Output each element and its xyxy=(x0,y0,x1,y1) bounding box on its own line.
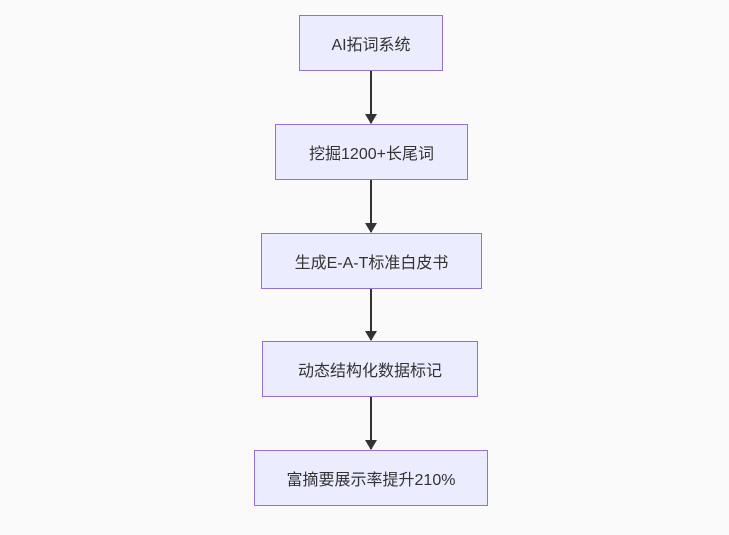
node-label: 动态结构化数据标记 xyxy=(297,363,442,380)
flow-node-mine-longtail-keywords: 挖掘1200+长尾词 xyxy=(275,124,468,180)
arrow-down-icon xyxy=(370,397,372,449)
node-label: 富摘要展示率提升210% xyxy=(286,472,456,489)
flow-node-dynamic-structured-data-markup: 动态结构化数据标记 xyxy=(262,341,478,397)
flow-node-generate-eat-whitepaper: 生成E-A-T标准白皮书 xyxy=(261,233,482,289)
node-label: 挖掘1200+长尾词 xyxy=(309,146,434,163)
arrow-down-icon xyxy=(370,289,372,340)
node-label: 生成E-A-T标准白皮书 xyxy=(294,255,449,272)
flow-node-ai-word-expansion-system: AI拓词系统 xyxy=(299,15,443,71)
flow-node-rich-snippet-rate-increase: 富摘要展示率提升210% xyxy=(254,450,488,506)
node-label: AI拓词系统 xyxy=(331,37,411,54)
arrow-down-icon xyxy=(370,180,372,232)
arrow-down-icon xyxy=(370,71,372,123)
